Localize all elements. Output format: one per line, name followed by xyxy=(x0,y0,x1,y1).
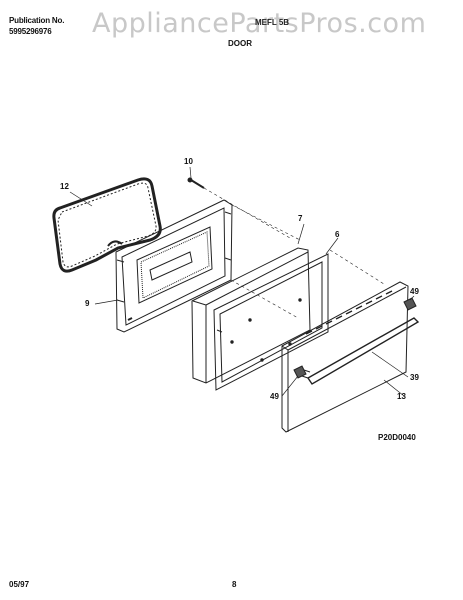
callout-39: 39 xyxy=(410,373,419,382)
callout-12: 12 xyxy=(60,182,69,191)
diagram-code: P20D0040 xyxy=(378,433,416,442)
outer-door-panel-part xyxy=(281,281,409,433)
door-gasket-part xyxy=(52,177,162,273)
handle-end-cap-upper-part xyxy=(403,297,417,311)
leader-lines xyxy=(69,166,415,397)
callout-7: 7 xyxy=(298,214,303,223)
inner-door-liner-part xyxy=(115,199,233,333)
callout-9: 9 xyxy=(85,299,90,308)
callout-49-upper: 49 xyxy=(410,287,419,296)
watermark-text: AppliancePartsPros.com xyxy=(92,8,427,39)
section-title: DOOR xyxy=(228,39,252,48)
publication-number: 5995296976 xyxy=(9,27,52,36)
callout-6: 6 xyxy=(335,230,340,239)
door-insulation-part xyxy=(191,247,311,384)
callout-10: 10 xyxy=(184,157,193,166)
handle-end-cap-lower-part xyxy=(293,365,307,379)
footer-date: 05/97 xyxy=(9,580,30,589)
footer-page-number: 8 xyxy=(232,580,237,589)
callout-49-lower: 49 xyxy=(270,392,279,401)
callout-13: 13 xyxy=(397,392,406,401)
screw-part xyxy=(187,177,205,189)
model-code: MEFL 5B xyxy=(255,18,290,27)
inner-door-panel-part xyxy=(213,253,329,391)
publication-label: Publication No. xyxy=(9,16,65,25)
